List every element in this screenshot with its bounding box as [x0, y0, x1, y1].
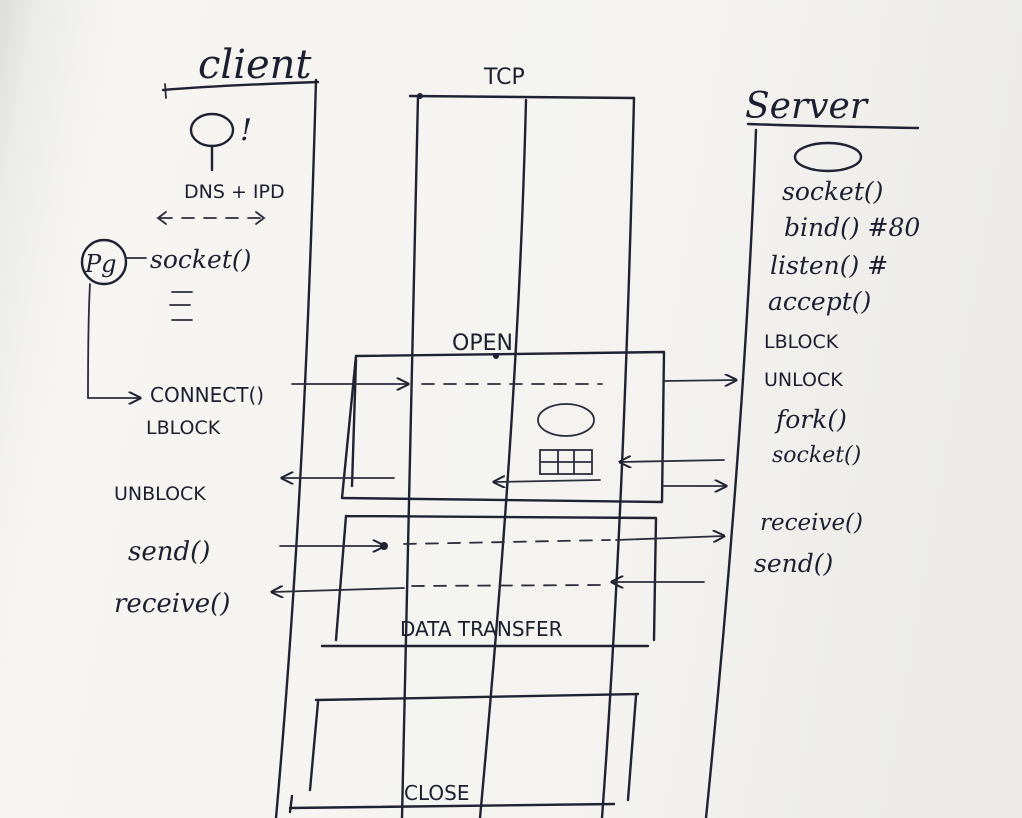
client-ellipsis-lines	[170, 292, 192, 320]
open-label: OPEN	[452, 331, 513, 356]
client-ping-mark: !	[240, 113, 252, 148]
tcp-title: TCP	[483, 65, 525, 90]
server-receive-label: receive()	[760, 510, 863, 536]
receive-arrow	[272, 588, 404, 592]
client-title: client	[198, 42, 312, 88]
open-box	[342, 352, 664, 502]
send-dashes	[404, 540, 610, 544]
tcp-middle-line	[480, 100, 526, 818]
client-block-label: LBLOCK	[146, 417, 221, 439]
server-listen-label: listen() #	[770, 251, 888, 280]
connect-to-server-arrow	[664, 380, 736, 381]
tcp-left-line	[402, 96, 418, 818]
server-lifeline	[706, 130, 756, 818]
open-inner-return-arrow	[494, 480, 600, 482]
process-label: Pg	[84, 250, 117, 278]
client-dns-label: DNS + IPD	[184, 181, 285, 203]
server-icon	[795, 143, 861, 171]
open-blob-icon	[538, 404, 594, 436]
client-send-label: send()	[128, 537, 210, 567]
process-loop-line	[88, 284, 140, 398]
data-transfer-label: DATA TRANSFER	[400, 617, 563, 641]
client-receive-label: receive()	[114, 589, 230, 619]
server-unlock-label: UNLOCK	[764, 369, 843, 391]
server-accept-label: accept()	[768, 287, 871, 316]
client-connect-label: CONNECT()	[150, 383, 264, 407]
client-socket-label: socket()	[150, 245, 251, 274]
tcp-corner-dot	[417, 93, 423, 99]
server-send-label: send()	[754, 549, 833, 578]
server-fork-label: fork()	[774, 405, 847, 434]
client-title-tick	[165, 84, 166, 98]
client-unblock-label: UNBLOCK	[114, 483, 206, 505]
server-socket-label: socket()	[782, 177, 883, 206]
server-bind-label: bind() #80	[784, 213, 920, 242]
receive-dashes	[412, 585, 600, 586]
server-title: Server	[745, 86, 869, 127]
tcp-top-line	[410, 96, 634, 98]
send-to-server-arrow	[616, 536, 724, 540]
close-label: CLOSE	[404, 781, 469, 805]
server-ack-arrow	[620, 460, 724, 462]
send-dot	[380, 542, 388, 550]
tcp-right-line	[602, 98, 634, 818]
client-user-icon	[191, 114, 233, 146]
server-block-label: LBLOCK	[764, 331, 839, 353]
buffer-grid	[540, 450, 592, 474]
server-socket2-label: socket()	[772, 443, 861, 468]
